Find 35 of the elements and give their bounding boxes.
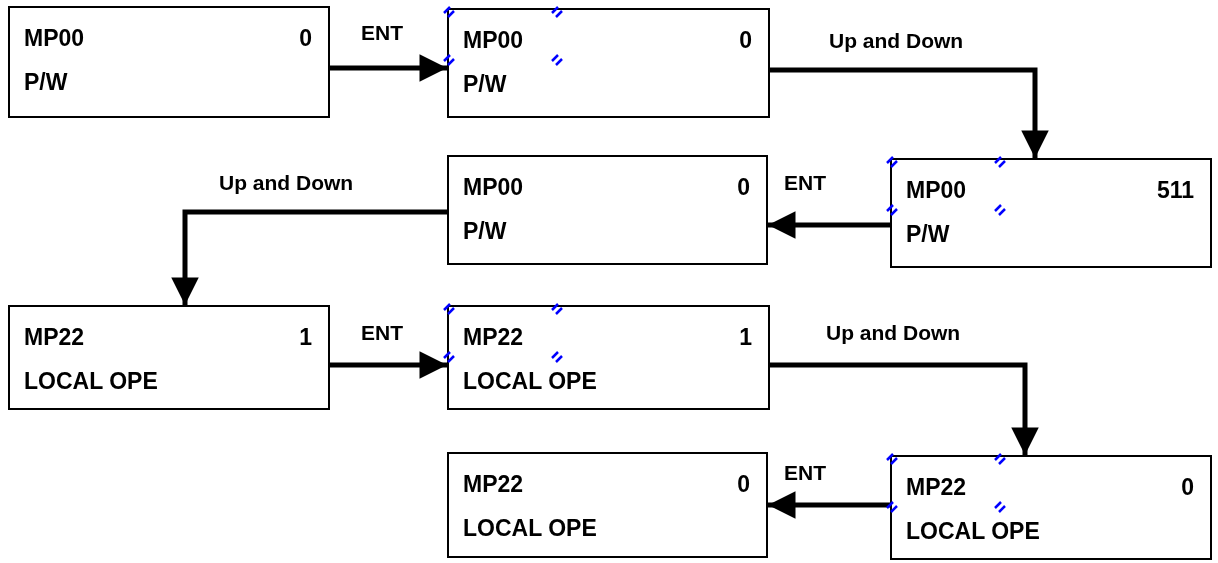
parameter-name: P/W — [24, 71, 68, 94]
parameter-code: MP00 — [463, 176, 524, 199]
arrow — [768, 211, 890, 239]
parameter-value: 0 — [739, 29, 752, 52]
arrow — [768, 491, 890, 519]
parameter-name: LOCAL OPE — [24, 370, 158, 393]
parameter-code: MP22 — [906, 476, 967, 499]
arrow — [330, 54, 447, 82]
parameter-code: MP00 — [906, 179, 967, 202]
parameter-name: LOCAL OPE — [463, 517, 597, 540]
parameter-value: 0 — [299, 27, 312, 50]
parameter-name: LOCAL OPE — [906, 520, 1040, 543]
parameter-code: MP00 — [24, 27, 85, 50]
arrow — [770, 362, 1039, 455]
display-screen — [447, 155, 768, 265]
parameter-name: P/W — [906, 223, 950, 246]
arrow — [770, 67, 1049, 158]
arrow — [330, 351, 447, 379]
parameter-value: 1 — [739, 326, 752, 349]
parameter-value: 511 — [1156, 179, 1194, 202]
parameter-code: MP00 — [463, 29, 524, 52]
display-screen — [8, 6, 330, 118]
parameter-code: MP22 — [463, 473, 524, 496]
parameter-value: 0 — [737, 176, 750, 199]
parameter-code: MP22 — [463, 326, 524, 349]
parameter-name: P/W — [463, 220, 507, 243]
parameter-value: 1 — [299, 326, 312, 349]
parameter-name: P/W — [463, 73, 507, 96]
parameter-value: 0 — [737, 473, 750, 496]
parameter-value: 0 — [1181, 476, 1194, 499]
display-screen — [447, 452, 768, 558]
parameter-code: MP22 — [24, 326, 85, 349]
display-screen — [8, 305, 330, 410]
arrow — [171, 209, 447, 305]
parameter-name: LOCAL OPE — [463, 370, 597, 393]
